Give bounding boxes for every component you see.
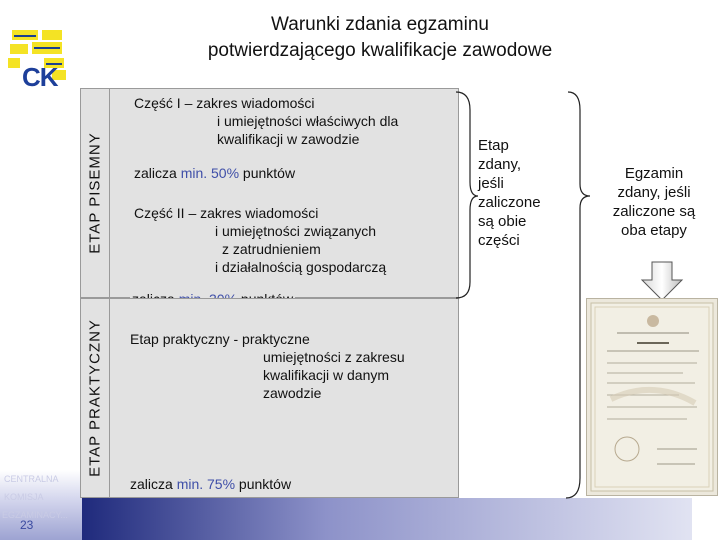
footer-text-3: EGZAMINACY... [2,510,68,520]
practical-stage-box: ETAP PRAKTYCZNY Etap praktyczny - prakty… [80,298,459,498]
written-stage-box: ETAP PISEMNY Część I – zakres wiadomości… [80,88,459,298]
exam-pass-condition: Egzamin zdany, jeśli zaliczone są oba et… [612,165,696,239]
down-arrow-icon [640,261,684,301]
part2-line-3: z zatrudnieniem [222,241,321,257]
logo-text: CK [22,62,59,92]
part2-line-4: i działalnością gospodarczą [215,259,387,275]
title-line-1: Warunki zdania egzaminu [271,14,489,35]
title-line-2: potwierdzającego kwalifikacje zawodowe [207,40,553,61]
left-footer-gradient [0,470,82,540]
practical-line-1: Etap praktyczny - praktyczne [130,331,310,347]
practical-line-4: zawodzie [263,385,322,401]
part1-line-1: Część I – zakres wiadomości [134,95,315,111]
pass-threshold-practical: zalicza min. 75% punktów [130,476,292,492]
part1-line-3: kwalifikacji w zawodzie [217,131,360,147]
practical-line-2: umiejętności z zakresu [263,349,405,365]
part1-line-2: i umiejętności właściwych dla [217,113,399,129]
page-title: Warunki zdania egzaminu potwierdzającego… [120,12,640,64]
diploma-image [586,298,718,496]
page-number: 23 [20,518,34,532]
part2-line-1: Część II – zakres wiadomości [134,205,319,221]
footer-text-2: KOMISJA [4,492,44,502]
pass-threshold-part1: zalicza min. 50% punktów [134,165,296,181]
practical-line-3: kwalifikacji w danym [263,367,390,383]
cke-logo: CK [8,28,66,92]
footer-bar [82,498,692,540]
footer-text-1: CENTRALNA [4,474,59,484]
part2-line-2: i umiejętności związanych [215,223,377,239]
stage-pass-condition: Etap zdany, jeśli zaliczone są obie częś… [478,137,541,249]
